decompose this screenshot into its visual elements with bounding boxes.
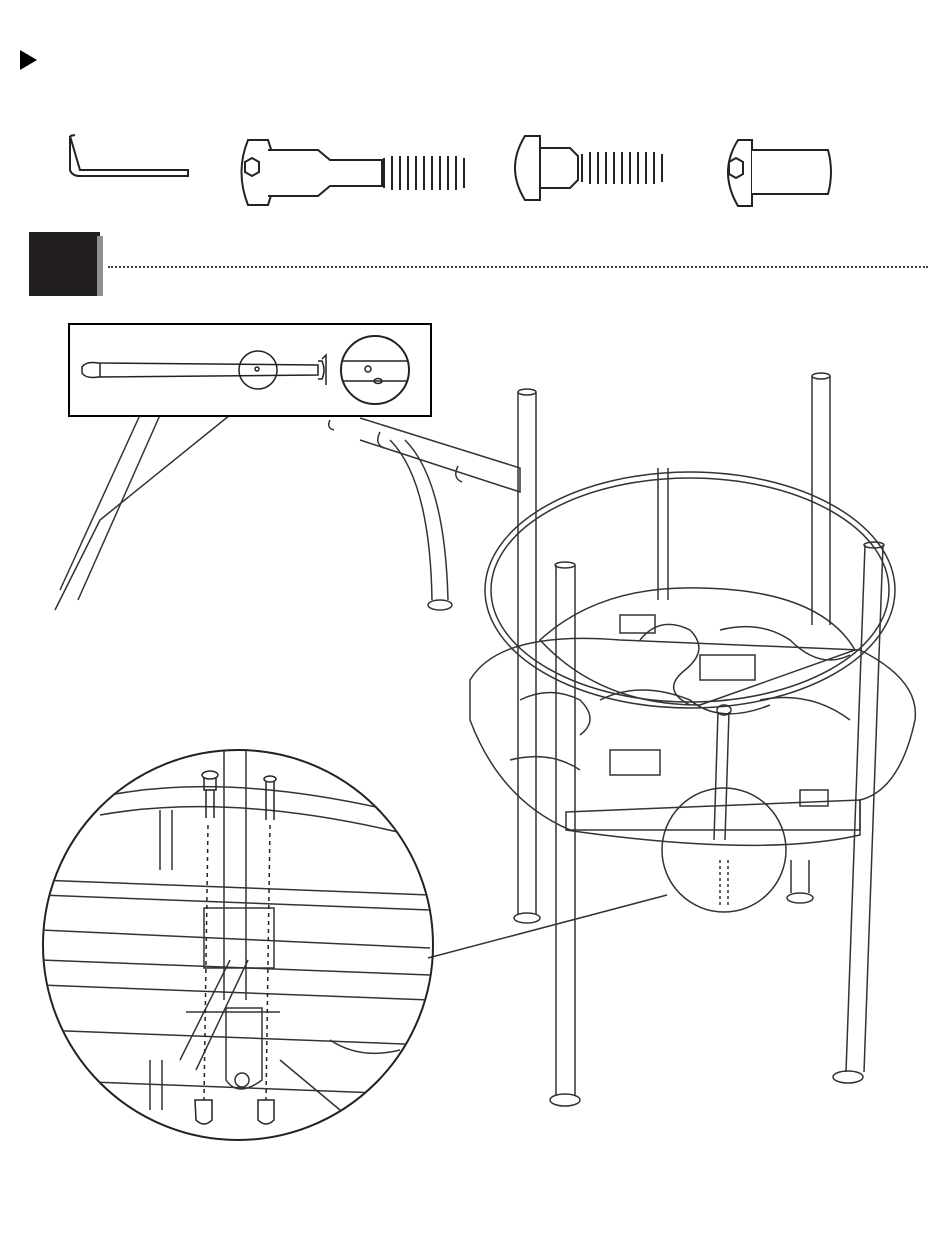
- callout-detail: [40, 750, 433, 1140]
- poles: [514, 373, 884, 1106]
- tube-detail-inset: [68, 323, 432, 417]
- platforms: [470, 588, 915, 846]
- swing-frame: [55, 415, 520, 610]
- callout-source-circle: [662, 788, 786, 912]
- upper-ring: [485, 472, 895, 708]
- callout-leader: [428, 895, 667, 958]
